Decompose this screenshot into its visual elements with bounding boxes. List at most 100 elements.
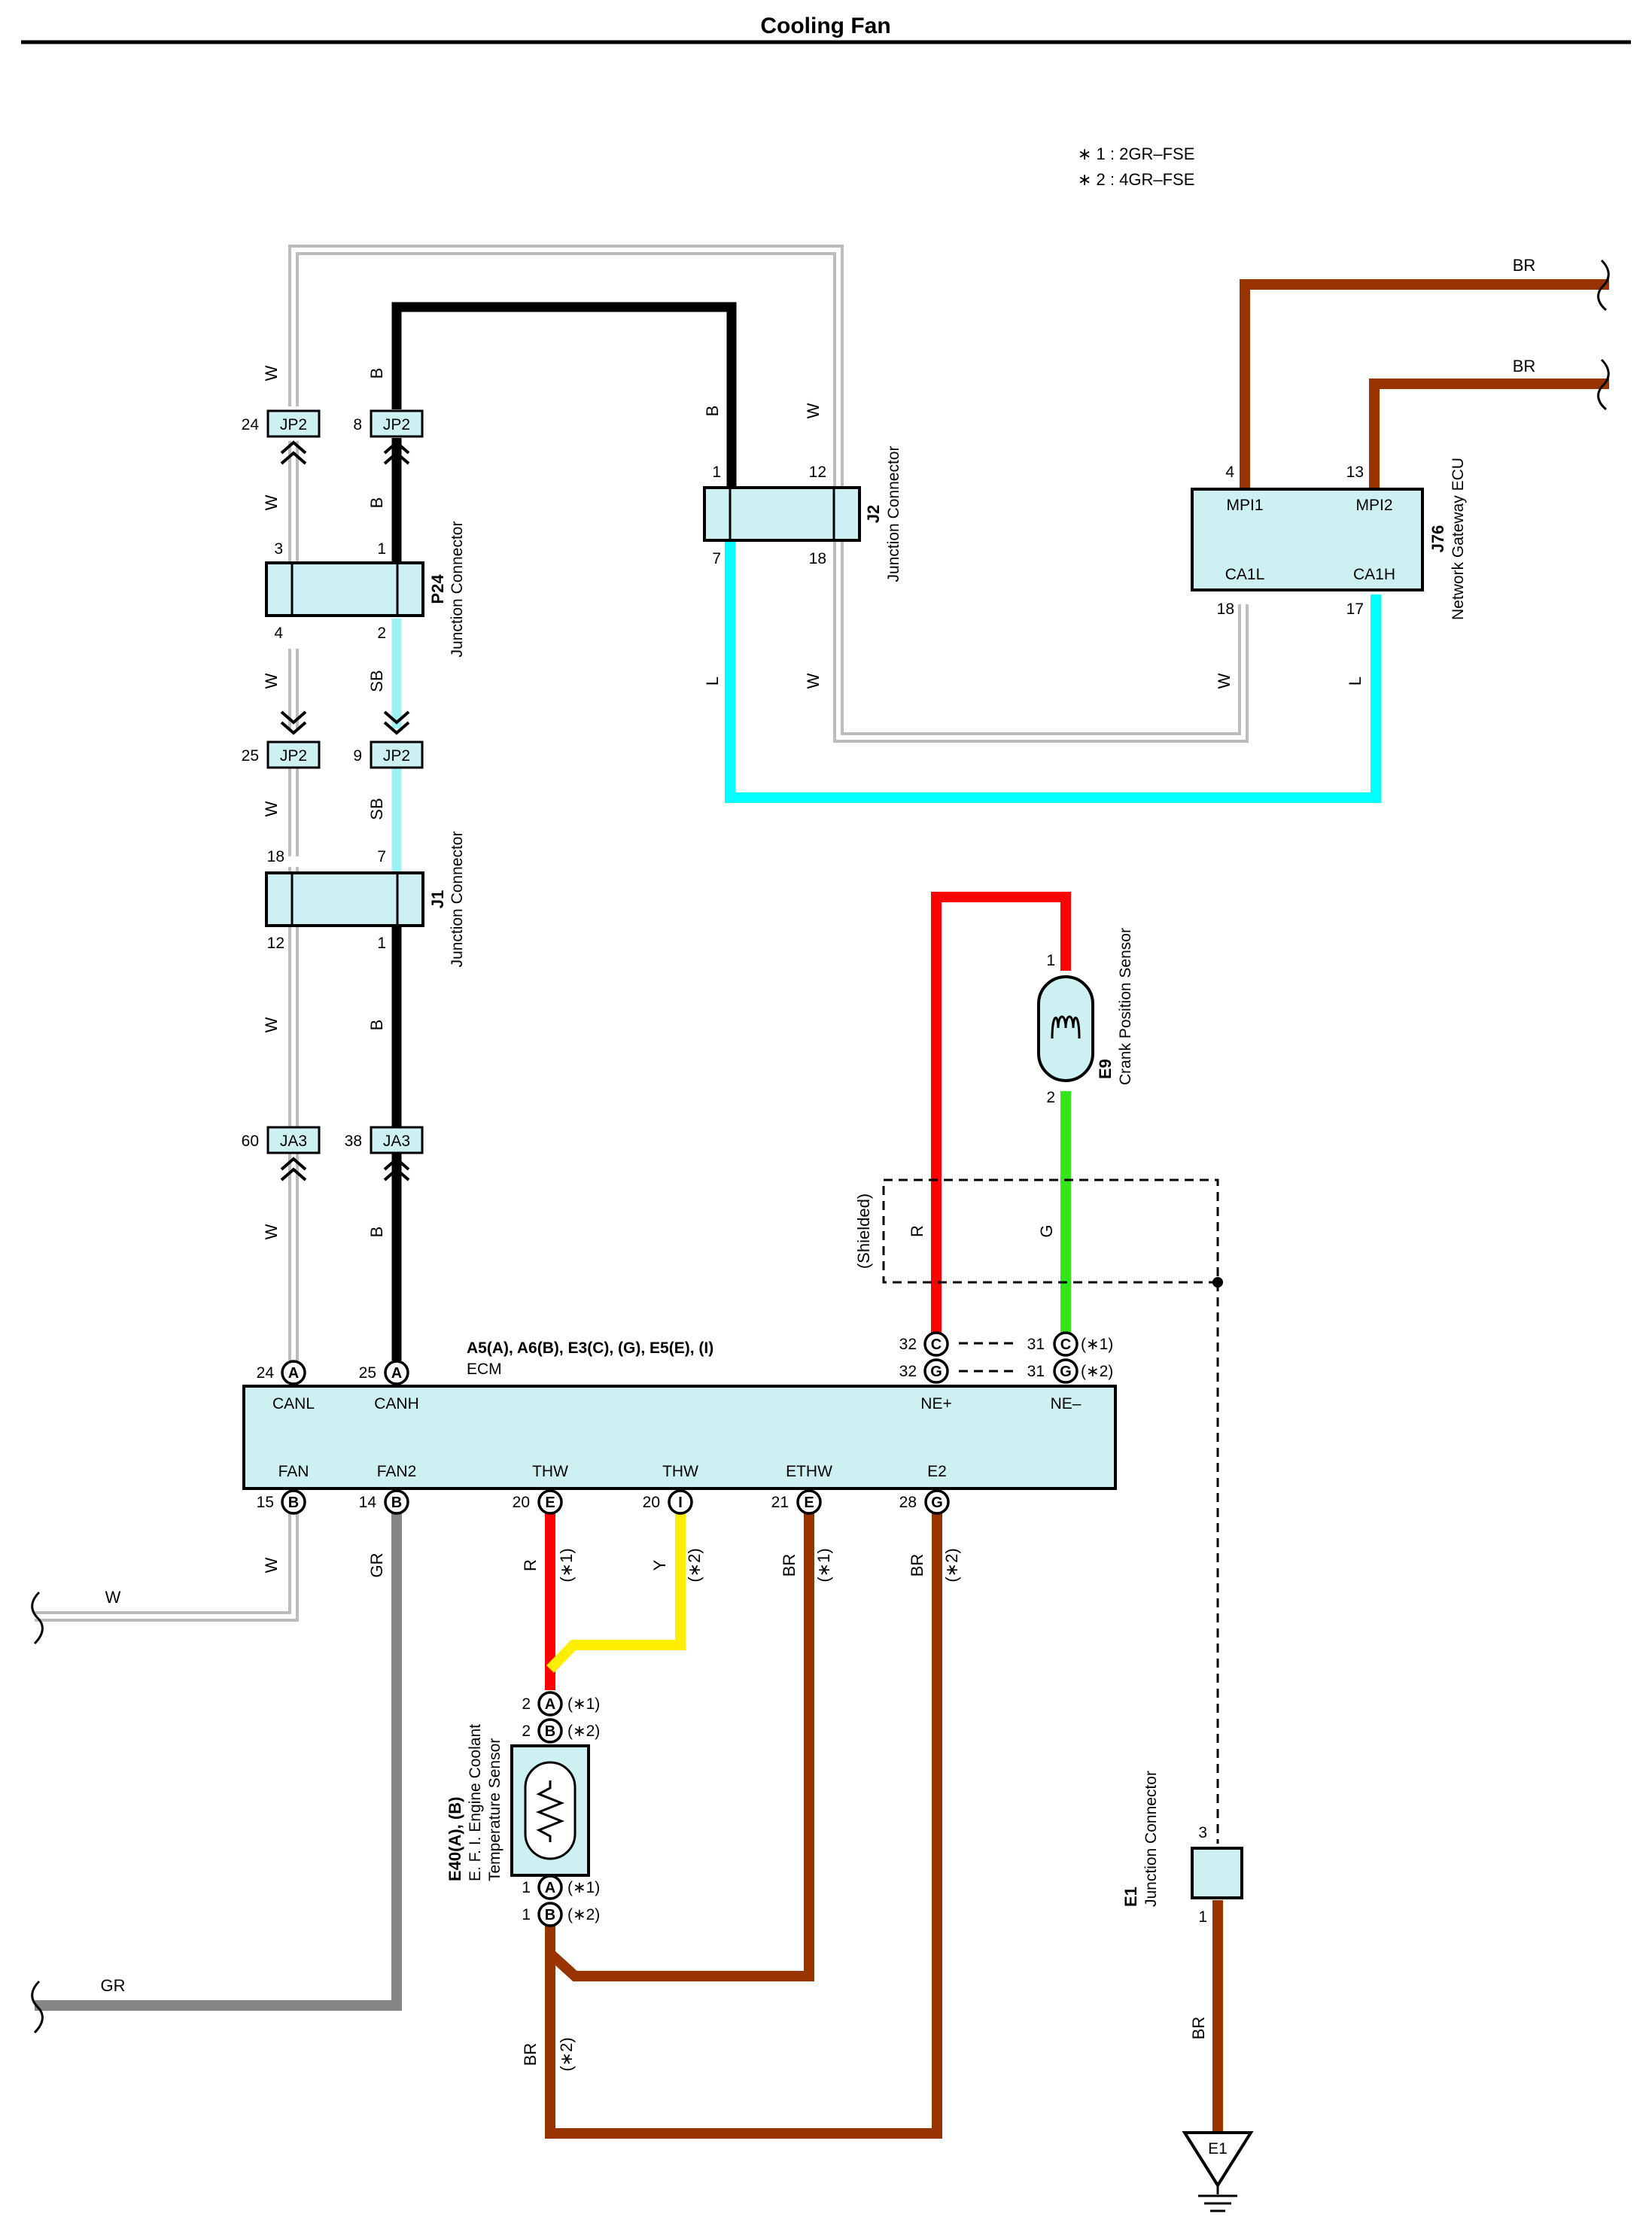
- svg-text:1: 1: [522, 1879, 531, 1896]
- wire-label: BR: [1513, 357, 1536, 376]
- p24-name: Junction Connector: [449, 522, 466, 658]
- wire-label: W: [262, 1017, 281, 1032]
- svg-text:1: 1: [1046, 952, 1055, 969]
- wire-label: Y: [650, 1559, 669, 1571]
- wire-break-marks: [31, 259, 1610, 2034]
- wire-label: W: [804, 403, 823, 418]
- svg-text:CANH: CANH: [374, 1395, 419, 1412]
- wire-label: W: [262, 801, 281, 816]
- wire-br-mpi1: [1240, 279, 1609, 489]
- svg-text:A: A: [545, 1880, 555, 1896]
- ecu-network-gateway-j76: MPI1 MPI2 CA1L CA1H 4 13 18 17 J76 Netwo…: [1191, 458, 1467, 620]
- wire-label: BR: [1513, 256, 1536, 275]
- svg-text:JP2: JP2: [383, 747, 410, 765]
- wire-label: BR: [1189, 2017, 1208, 2040]
- wire-label: W: [1215, 673, 1234, 689]
- svg-text:MPI1: MPI1: [1226, 497, 1263, 514]
- wire-label: R: [908, 1225, 926, 1237]
- svg-text:4: 4: [274, 625, 283, 642]
- svg-text:(∗1): (∗1): [567, 1695, 600, 1713]
- shield: [882, 1178, 1219, 1844]
- wire-label: G: [1037, 1224, 1056, 1237]
- svg-text:B: B: [288, 1495, 299, 1511]
- j1-name: Junction Connector: [449, 832, 466, 968]
- wire-br-e2: [545, 1513, 942, 2139]
- wire-label: R: [521, 1559, 540, 1571]
- wire-l: [725, 542, 1381, 803]
- wire-label: B: [703, 406, 722, 417]
- svg-text:ETHW: ETHW: [786, 1463, 832, 1480]
- connector-ja3-60: JA3 60: [242, 1126, 321, 1181]
- svg-text:C: C: [1060, 1336, 1071, 1353]
- svg-text:1: 1: [712, 464, 721, 481]
- wire-w-canl: [288, 245, 1249, 1361]
- wire-label: B: [367, 1227, 386, 1238]
- svg-text:1: 1: [1198, 1908, 1207, 1926]
- j2-id: J2: [864, 505, 883, 523]
- thermistor-icon: [535, 1780, 565, 1842]
- wire-note: (∗1): [557, 1548, 576, 1582]
- wire-label: BR: [521, 2043, 540, 2066]
- svg-text:1: 1: [377, 935, 386, 952]
- coolant-temp-sensor-e40: A B 2 2 (∗1) (∗2) A B 1 1 (∗1) (∗2) E40(…: [446, 1691, 600, 1927]
- svg-text:JP2: JP2: [280, 747, 307, 765]
- svg-text:31: 31: [1027, 1363, 1045, 1380]
- svg-text:31: 31: [1027, 1336, 1045, 1353]
- svg-text:25: 25: [242, 747, 259, 765]
- svg-text:(∗2): (∗2): [567, 1906, 600, 1923]
- wire-label: W: [262, 673, 281, 689]
- svg-text:NE+: NE+: [920, 1395, 951, 1412]
- svg-text:21: 21: [771, 1494, 789, 1511]
- wire-label: W: [262, 1557, 281, 1573]
- wire-label: BR: [780, 1554, 799, 1577]
- wire-label: W: [262, 1224, 281, 1239]
- svg-text:E2: E2: [927, 1463, 947, 1480]
- svg-text:E: E: [545, 1495, 555, 1511]
- svg-text:24: 24: [242, 416, 260, 433]
- svg-text:18: 18: [267, 848, 284, 865]
- wire-label: W: [262, 365, 281, 381]
- svg-text:20: 20: [513, 1494, 530, 1511]
- svg-text:32: 32: [899, 1363, 917, 1380]
- wire-label: W: [804, 673, 823, 689]
- svg-text:7: 7: [712, 550, 721, 567]
- wire-label: BR: [908, 1554, 926, 1577]
- svg-text:2: 2: [377, 625, 386, 642]
- svg-text:A: A: [288, 1365, 299, 1382]
- svg-text:FAN: FAN: [278, 1463, 309, 1480]
- wire-label: GR: [367, 1553, 386, 1578]
- wires: [35, 245, 1609, 2139]
- crank-position-sensor-e9: 1 2 E9 Crank Position Sensor: [1037, 928, 1134, 1106]
- p24-id: P24: [428, 574, 447, 604]
- j1-id: J1: [428, 890, 447, 908]
- svg-text:8: 8: [353, 416, 362, 433]
- svg-text:C: C: [931, 1336, 942, 1353]
- svg-text:12: 12: [809, 464, 826, 481]
- svg-text:(∗2): (∗2): [1081, 1363, 1113, 1380]
- shield-label: (Shielded): [854, 1194, 873, 1269]
- wire-br-ethw: [546, 1513, 814, 1981]
- ecm: A5(A), A6(B), E3(C), (G), E5(E), (I) ECM…: [242, 1331, 1117, 1515]
- svg-text:2: 2: [522, 1695, 531, 1713]
- svg-text:18: 18: [809, 550, 826, 567]
- svg-text:A: A: [545, 1696, 555, 1713]
- svg-text:E1: E1: [1208, 2140, 1228, 2157]
- svg-text:3: 3: [274, 540, 283, 558]
- svg-text:17: 17: [1346, 601, 1364, 618]
- svg-text:THW: THW: [532, 1463, 568, 1480]
- svg-text:G: G: [1060, 1364, 1072, 1380]
- ecm-name: ECM: [467, 1361, 502, 1378]
- wire-label: W: [105, 1588, 121, 1607]
- svg-text:CA1L: CA1L: [1225, 566, 1265, 583]
- wire-y-thw: [546, 1513, 686, 1673]
- svg-text:15: 15: [257, 1494, 274, 1511]
- svg-text:12: 12: [267, 935, 284, 952]
- junction-j2: 1 12 7 18 J2 Junction Connector: [703, 446, 902, 582]
- wire-note: (∗2): [942, 1548, 961, 1582]
- page-title: Cooling Fan: [760, 14, 890, 38]
- svg-text:24: 24: [257, 1364, 275, 1382]
- svg-text:MPI2: MPI2: [1355, 497, 1392, 514]
- connector-ja3-38: JA3 38: [345, 1126, 424, 1181]
- svg-text:9: 9: [353, 747, 362, 765]
